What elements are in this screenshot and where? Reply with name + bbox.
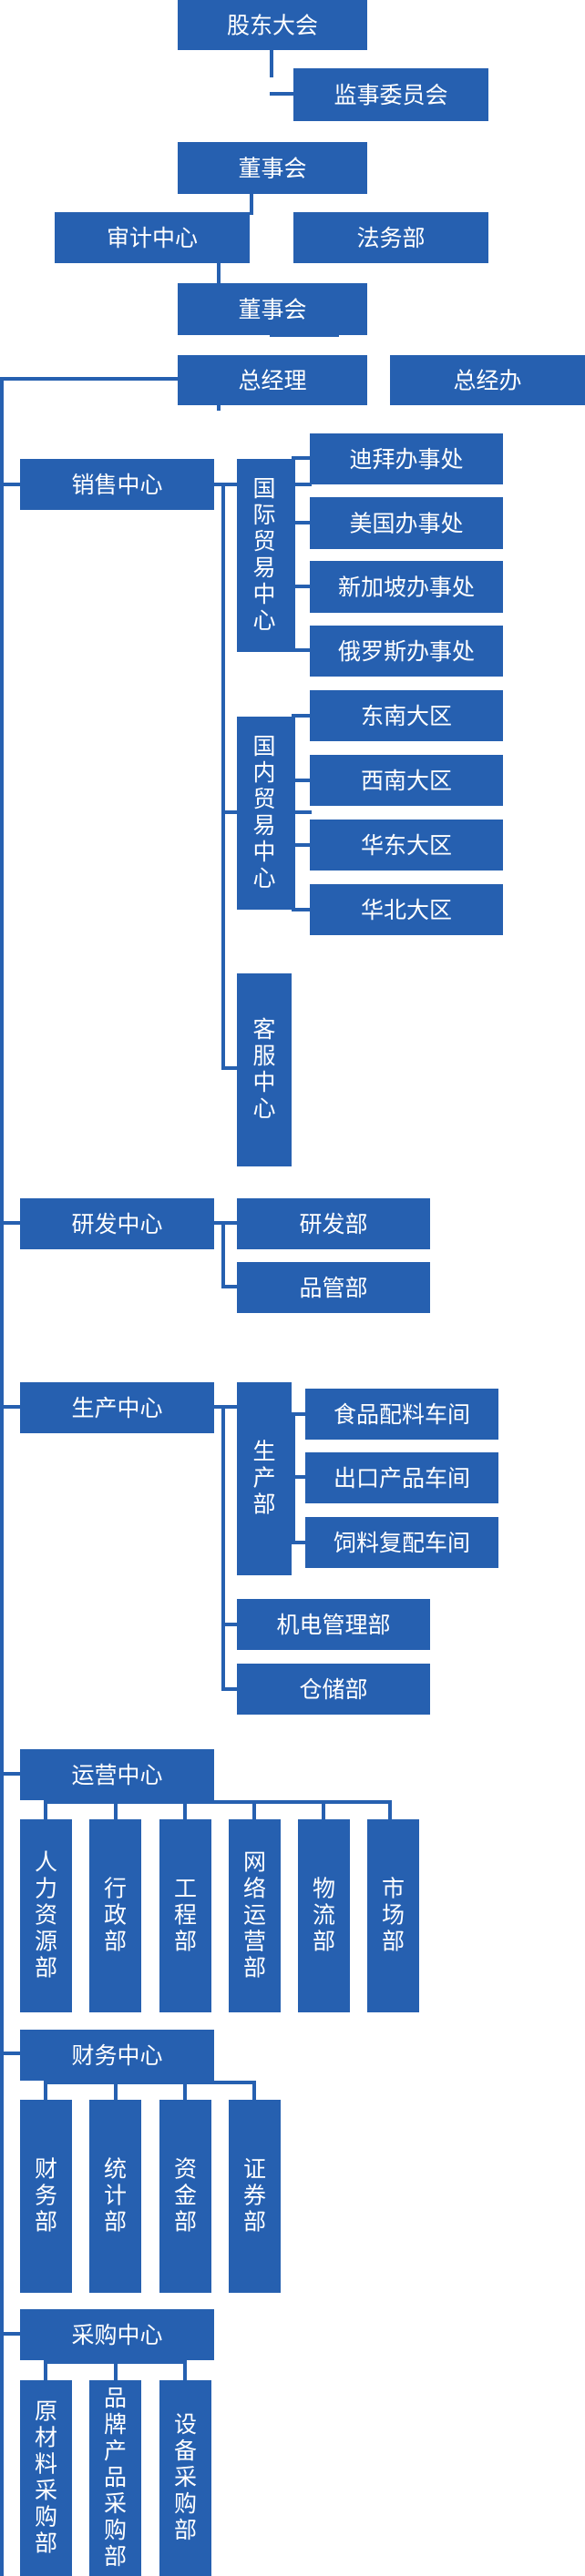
node-label: 监事委员会: [334, 82, 447, 108]
node-label: 总经办: [453, 368, 521, 394]
node-label: 总经理: [238, 368, 306, 394]
node-shareholders: 股东大会: [178, 0, 367, 50]
node-label: 东南大区: [361, 703, 452, 729]
node-engineering-dept: 工程部: [159, 1819, 211, 2012]
node-label: 物流部: [313, 1876, 335, 1955]
node-production-dept: 生产部: [237, 1382, 292, 1575]
node-warehouse-dept: 仓储部: [237, 1664, 430, 1715]
node-label: 迪拜办事处: [349, 446, 463, 473]
node-label: 食品配料车间: [334, 1401, 470, 1428]
node-electromechanical-dept: 机电管理部: [237, 1599, 430, 1650]
node-label: 设备采购部: [174, 2411, 197, 2543]
node-production-center: 生产中心: [20, 1382, 214, 1433]
node-rd-center: 研发中心: [20, 1198, 214, 1249]
node-finance-center: 财务中心: [20, 2030, 214, 2081]
node-feed-compound-workshop: 饲料复配车间: [305, 1517, 498, 1568]
node-label: 西南大区: [361, 768, 452, 794]
node-procurement-center: 采购中心: [20, 2309, 214, 2360]
node-brand-product-procurement: 品牌产品采购部: [89, 2380, 141, 2576]
node-admin-dept: 行政部: [89, 1819, 141, 2012]
node-label: 股东大会: [227, 13, 318, 39]
node-label: 饲料复配车间: [334, 1530, 470, 1556]
node-statistics-dept: 统计部: [89, 2100, 141, 2293]
node-dubai-office: 迪拜办事处: [310, 433, 503, 484]
node-marketing-dept: 市场部: [367, 1819, 419, 2012]
node-label: 资金部: [174, 2156, 197, 2235]
node-label: 华东大区: [361, 832, 452, 859]
node-label: 国际贸易中心: [252, 475, 275, 634]
node-singapore-office: 新加坡办事处: [310, 561, 503, 613]
node-board-2: 董事会: [178, 283, 367, 335]
node-label: 研发部: [299, 1211, 367, 1237]
node-label: 市场部: [382, 1876, 405, 1955]
node-label: 出口产品车间: [334, 1465, 470, 1492]
node-label: 生产部: [252, 1439, 275, 1518]
node-logistics-dept: 物流部: [298, 1819, 350, 2012]
node-equipment-procurement: 设备采购部: [159, 2380, 211, 2576]
node-label: 行政部: [104, 1876, 127, 1955]
node-label: 机电管理部: [276, 1612, 390, 1638]
node-operations-center: 运营中心: [20, 1749, 214, 1800]
node-sales-center: 销售中心: [20, 459, 214, 510]
node-southwest-region: 西南大区: [310, 755, 503, 806]
node-label: 仓储部: [299, 1676, 367, 1703]
node-label: 新加坡办事处: [338, 575, 475, 601]
node-domestic-trade-center: 国内贸易中心: [237, 717, 292, 910]
node-usa-office: 美国办事处: [310, 497, 503, 549]
node-legal: 法务部: [293, 212, 488, 263]
node-label: 客服中心: [252, 1016, 275, 1122]
node-raw-material-procurement: 原材料采购部: [20, 2380, 72, 2576]
node-label: 生产中心: [71, 1395, 162, 1421]
node-label: 董事会: [238, 156, 306, 182]
node-hr-dept: 人力资源部: [20, 1819, 72, 2012]
node-supervisory: 监事委员会: [293, 68, 488, 121]
node-east-region: 华东大区: [310, 820, 503, 871]
node-label: 国内贸易中心: [252, 733, 275, 891]
node-export-product-workshop: 出口产品车间: [305, 1452, 498, 1503]
node-label: 品管部: [299, 1275, 367, 1301]
node-network-operations-dept: 网络运营部: [229, 1819, 281, 2012]
node-international-trade-center: 国际贸易中心: [237, 459, 292, 652]
node-label: 运营中心: [71, 1762, 162, 1788]
node-label: 财务中心: [71, 2042, 162, 2069]
node-label: 网络运营部: [243, 1849, 266, 1981]
node-label: 华北大区: [361, 897, 452, 923]
node-finance-dept: 财务部: [20, 2100, 72, 2293]
node-label: 品牌产品采购部: [104, 2385, 127, 2570]
node-customer-service-center: 客服中心: [237, 973, 292, 1166]
node-north-region: 华北大区: [310, 884, 503, 935]
node-board-1: 董事会: [178, 142, 367, 194]
node-russia-office: 俄罗斯办事处: [310, 626, 503, 677]
node-southeast-region: 东南大区: [310, 690, 503, 741]
node-label: 证券部: [243, 2156, 266, 2235]
node-label: 采购中心: [71, 2322, 162, 2348]
node-funds-dept: 资金部: [159, 2100, 211, 2293]
node-label: 工程部: [174, 1876, 197, 1955]
node-label: 审计中心: [107, 225, 198, 251]
node-label: 销售中心: [71, 472, 162, 498]
node-label: 美国办事处: [349, 511, 463, 537]
node-label: 财务部: [35, 2156, 57, 2235]
node-label: 法务部: [356, 225, 425, 251]
node-rd-dept: 研发部: [237, 1198, 430, 1249]
node-gm-office: 总经办: [390, 355, 585, 405]
node-food-ingredient-workshop: 食品配料车间: [305, 1389, 498, 1440]
node-general-manager: 总经理: [178, 355, 367, 405]
node-label: 董事会: [238, 297, 306, 323]
node-label: 统计部: [104, 2156, 127, 2235]
node-qc-dept: 品管部: [237, 1262, 430, 1313]
node-audit: 审计中心: [55, 212, 250, 263]
node-label: 原材料采购部: [35, 2398, 57, 2557]
node-label: 俄罗斯办事处: [338, 638, 475, 665]
node-label: 研发中心: [71, 1211, 162, 1237]
node-securities-dept: 证券部: [229, 2100, 281, 2293]
node-label: 人力资源部: [35, 1849, 57, 1981]
